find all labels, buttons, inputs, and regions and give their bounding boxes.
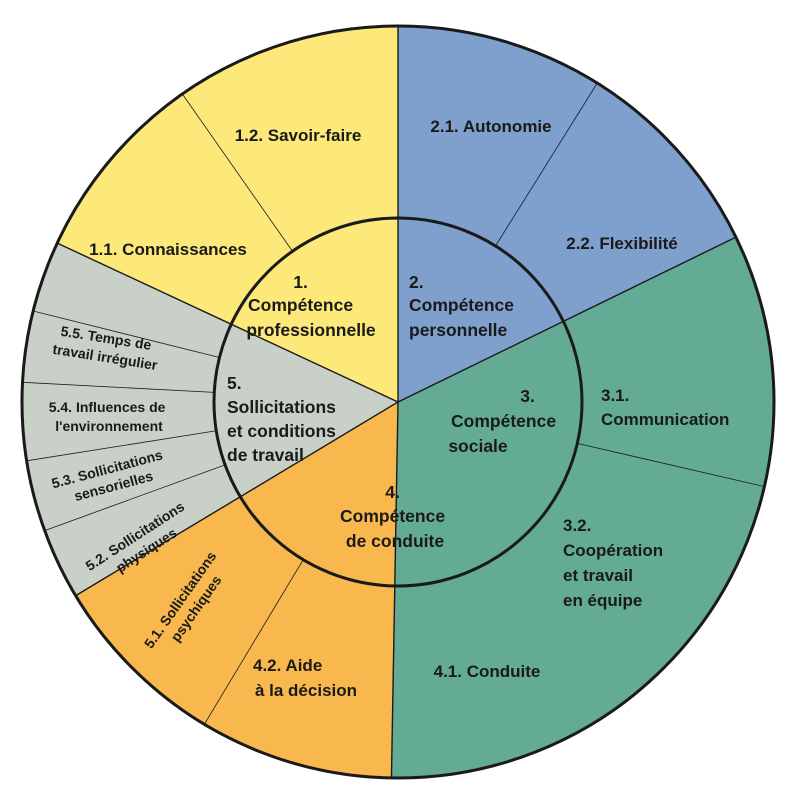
subcategory-label-3-1: 3.1. Communication [601, 386, 729, 429]
main-divider-5 [75, 401, 399, 597]
main-divider-4 [390, 401, 399, 778]
sector-cat-4 [75, 402, 399, 778]
sub-divider-5 [44, 464, 226, 531]
sector-cat-2 [398, 26, 736, 402]
sub-divider-4 [204, 559, 304, 725]
sector-cat-5 [22, 243, 399, 596]
subcategory-label-3-2: 3.2. Coopération et travail en équipe [563, 516, 668, 610]
category-label-3: 3. Compétence sociale [448, 386, 561, 456]
category-label-2: 2. Compétence personnelle [409, 272, 519, 340]
sub-divider-3 [577, 443, 765, 487]
subcategory-label-2-2: 2.2. Flexibilité [566, 234, 678, 253]
sub-divider-7 [22, 381, 215, 393]
subcategory-label-5-4: 5.4. Influences de l'environnement [49, 399, 170, 434]
inner-ring [212, 216, 584, 588]
main-divider-3 [397, 236, 737, 403]
sub-divider-6 [26, 430, 217, 462]
category-label-4: 4. Compétence de conduite [340, 482, 450, 551]
sectors-layer [22, 26, 775, 778]
subcategory-label-1-1: 1.1. Connaissances [89, 240, 247, 259]
category-label-5: 5. Sollicitations et conditions de trava… [227, 373, 341, 465]
main-divider-1 [56, 242, 399, 403]
sub-divider-2 [495, 82, 598, 247]
sector-cat-1 [57, 26, 398, 402]
outer-ring [20, 24, 776, 780]
subcategory-label-4-1: 4.1. Conduite [434, 662, 541, 681]
category-label-1: 1. Compétence professionnelle [246, 272, 376, 340]
subcategory-label-4-2: 4.2. Aide à la décision [253, 656, 357, 700]
subcategory-label-1-2: 1.2. Savoir-faire [235, 126, 362, 145]
subcategory-label-2-1: 2.1. Autonomie [430, 117, 551, 136]
sub-divider-8 [33, 310, 220, 358]
sub-divider-1 [182, 93, 293, 252]
sector-cat-3 [391, 237, 775, 778]
dividers-layer [22, 26, 765, 778]
